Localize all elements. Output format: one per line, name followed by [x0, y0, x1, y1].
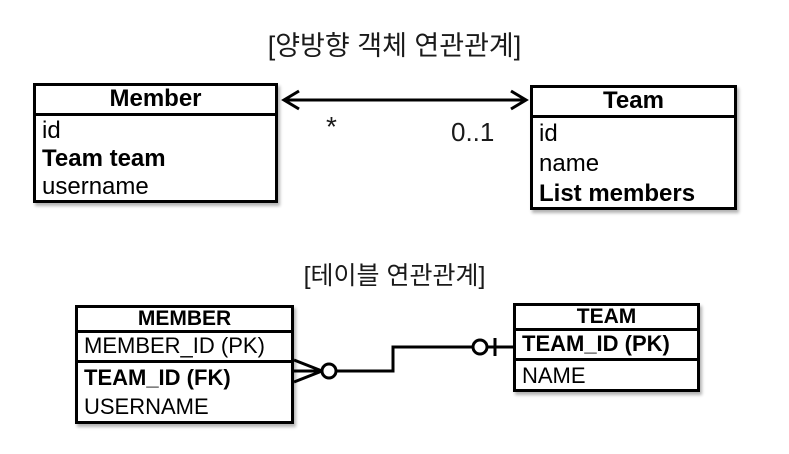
team-table-name-col: NAME: [522, 363, 586, 388]
team-table-rows: NAME: [516, 361, 697, 390]
member-class-fields: id Team team username: [36, 116, 275, 201]
team-field-members: List members: [539, 180, 696, 207]
member-field-id: id: [42, 117, 61, 144]
member-table-fk: TEAM_ID (FK): [84, 365, 231, 390]
team-class-fields: id name List members: [533, 118, 734, 209]
member-table-username: USERNAME: [84, 394, 209, 419]
team-field-name: name: [539, 150, 600, 177]
member-class-name: Member: [36, 86, 275, 116]
table-diagram-title: [테이블 연관관계]: [303, 262, 486, 290]
member-table-rows: TEAM_ID (FK) USERNAME: [78, 363, 291, 421]
object-diagram-title: [양방향 객체 연관관계]: [267, 31, 522, 61]
member-table-name: MEMBER: [78, 308, 291, 333]
team-field-id: id: [539, 120, 558, 147]
member-multiplicity-label: *: [326, 111, 337, 142]
team-table-pk: TEAM_ID (PK): [516, 331, 697, 361]
team-class-name: Team: [533, 88, 734, 118]
team-multiplicity-label: 0..1: [451, 117, 495, 147]
member-table-box: MEMBER MEMBER_ID (PK) TEAM_ID (FK) USERN…: [75, 305, 294, 424]
crow-foot-connector-icon: [293, 338, 513, 384]
team-table-name: TEAM: [516, 306, 697, 331]
team-table-box: TEAM TEAM_ID (PK) NAME: [513, 303, 700, 392]
team-class-box: Team id name List members: [530, 85, 737, 210]
member-class-box: Member id Team team username: [33, 83, 278, 203]
member-field-team: Team team: [42, 145, 166, 172]
member-field-username: username: [42, 173, 149, 200]
member-table-pk: MEMBER_ID (PK): [78, 333, 291, 363]
bidirectional-arrow-icon: [281, 89, 529, 111]
